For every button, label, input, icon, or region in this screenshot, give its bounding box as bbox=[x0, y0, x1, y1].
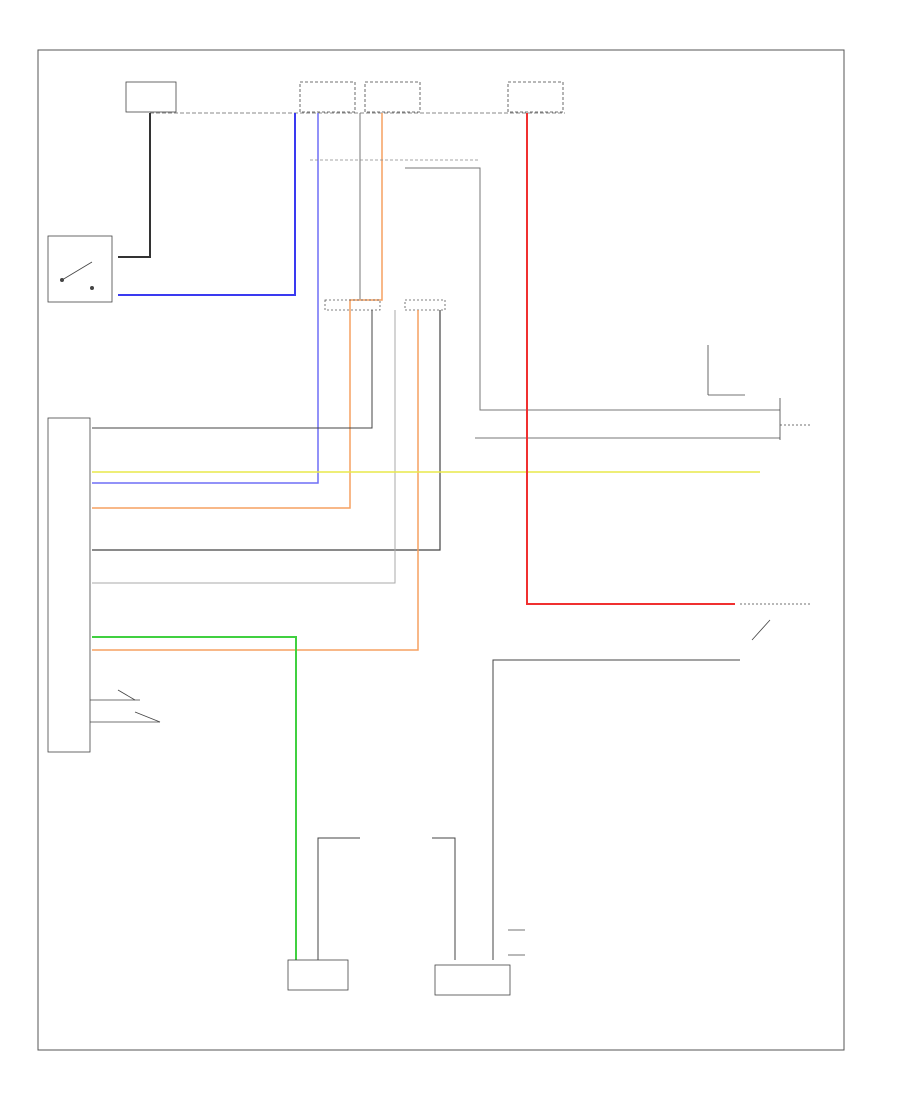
engine-room bbox=[740, 603, 810, 641]
diagram-frame bbox=[37, 49, 845, 1051]
wire-gray-h bbox=[405, 167, 780, 411]
wire-black-right bbox=[492, 659, 740, 960]
fuse-box-1 bbox=[125, 81, 177, 113]
main-ecu bbox=[47, 417, 161, 753]
engine-control bbox=[434, 964, 511, 996]
fuse-box-4 bbox=[507, 81, 564, 113]
wire-gray-ecu-3 bbox=[92, 310, 396, 584]
wire-orange-main bbox=[92, 113, 383, 509]
joint-connector-3 bbox=[404, 299, 446, 311]
wire-black-bottom-2 bbox=[432, 837, 456, 960]
joint-connector-2 bbox=[324, 299, 381, 311]
wire-blue bbox=[118, 113, 296, 296]
shift-switch bbox=[508, 929, 525, 956]
fuse-box-2 bbox=[299, 81, 356, 113]
wire-orange-ecu-4 bbox=[92, 310, 419, 651]
brake-switch bbox=[707, 345, 810, 440]
wire-blue-2 bbox=[92, 113, 319, 484]
wire-black-door bbox=[118, 113, 151, 258]
wire-black-ecu-2 bbox=[92, 310, 441, 551]
wire-black-bottom-1 bbox=[317, 837, 360, 960]
combination-meter bbox=[287, 959, 349, 991]
wire-red bbox=[526, 113, 735, 605]
wire-black-ecu-1 bbox=[92, 310, 373, 429]
wire-green bbox=[92, 636, 297, 960]
door-switch bbox=[47, 235, 113, 303]
fuse-box-3 bbox=[364, 81, 421, 113]
